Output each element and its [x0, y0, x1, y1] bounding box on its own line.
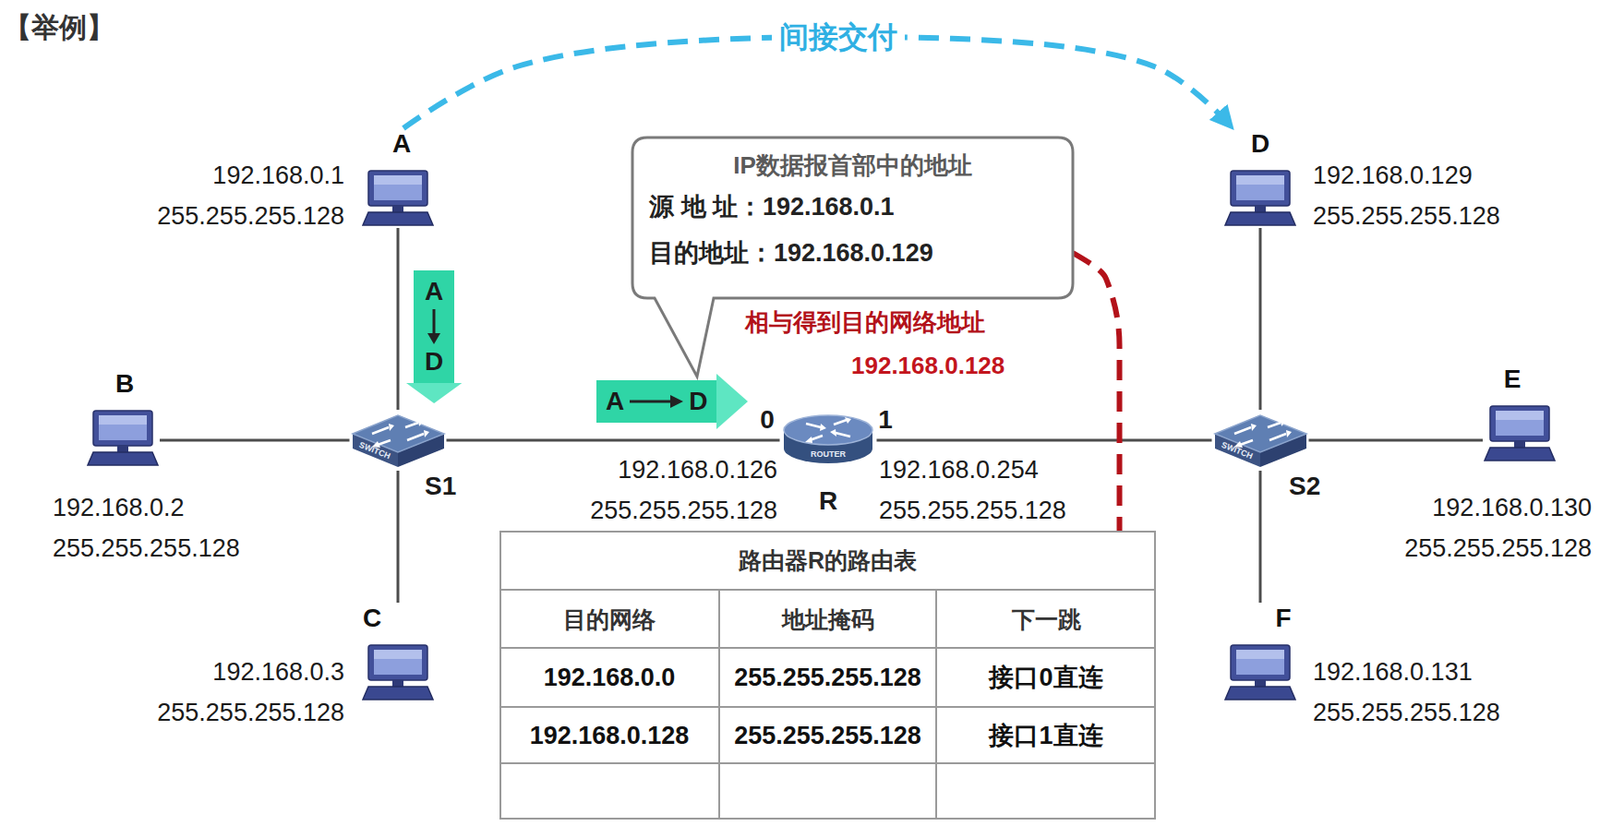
arrow-symbol — [627, 392, 686, 411]
computer-host: D192.168.0.129 255.255.255.128 — [1223, 128, 1298, 229]
table-cell: 地址掩码 — [719, 589, 937, 649]
computer-icon — [1223, 168, 1298, 229]
computer-host: A192.168.0.1 255.255.255.128 — [360, 128, 435, 229]
computer-icon — [360, 168, 435, 229]
table-cell-text: 192.168.0.0 — [543, 662, 676, 693]
device-name: S1 — [424, 470, 457, 503]
computer-icon — [360, 643, 435, 703]
table-title: 路由器R的路由表 — [738, 545, 917, 576]
ip-address: 192.168.0.2 255.255.255.128 — [52, 487, 241, 569]
table-cell-text: 255.255.255.128 — [733, 721, 922, 751]
callout-box: IP数据报首部中的地址源 地 址：192.168.0.1目的地址：192.168… — [632, 137, 1073, 299]
network-link — [877, 439, 1213, 443]
network-link — [159, 439, 350, 443]
icon-marking: ROUTER — [810, 449, 846, 460]
router-icon — [780, 411, 878, 470]
network-link — [396, 228, 400, 410]
packet-endpoint: D — [424, 346, 444, 378]
interface-number: 1 — [878, 404, 893, 436]
network-link — [1259, 228, 1263, 410]
host-name: F — [1246, 602, 1321, 635]
network-link — [396, 470, 400, 603]
device-name: S2 — [1288, 470, 1321, 503]
table-cell: 接口1直连 — [936, 707, 1156, 764]
computer-icon — [85, 409, 160, 469]
edge-label: 间接交付 — [771, 18, 905, 56]
table-cell-text: 地址掩码 — [781, 604, 875, 635]
arrow-head — [716, 373, 748, 430]
table-cell-text: 目的网络 — [563, 604, 656, 635]
table-cell: 192.168.0.0 — [499, 648, 720, 708]
network-address: 192.168.0.128 — [851, 351, 1005, 381]
host-name: C — [335, 602, 410, 635]
device-name: R — [818, 485, 838, 518]
interface-address: 192.168.0.126 255.255.255.128 — [589, 449, 778, 531]
table-cell: 255.255.255.128 — [719, 707, 937, 764]
host-name: A — [364, 128, 439, 160]
ip-address: 192.168.0.129 255.255.255.128 — [1312, 155, 1501, 237]
ip-address: 192.168.0.130 255.255.255.128 — [1404, 487, 1592, 569]
computer-host: B192.168.0.2 255.255.255.128 — [85, 368, 160, 469]
table-cell: 接口0直连 — [936, 648, 1156, 708]
table-cell: 192.168.0.128 — [499, 707, 720, 764]
router: R — [780, 411, 878, 470]
host-name: E — [1475, 363, 1550, 396]
interface-number: 0 — [759, 404, 775, 436]
callout-text: 目的地址：192.168.0.129 — [649, 229, 934, 277]
computer-host: F192.168.0.131 255.255.255.128 — [1223, 602, 1298, 703]
computer-icon — [1482, 404, 1557, 464]
computer-host: C192.168.0.3 255.255.255.128 — [360, 602, 435, 703]
computer-host: E192.168.0.130 255.255.255.128 — [1482, 363, 1557, 464]
packet-endpoint: A — [424, 276, 444, 308]
table-cell-text: 192.168.0.128 — [529, 721, 690, 751]
host-name: B — [87, 368, 162, 400]
network-link — [1259, 470, 1263, 603]
callout-heading: IP数据报首部中的地址 — [733, 146, 973, 184]
table-cell-text: 接口0直连 — [988, 662, 1103, 693]
table-cell: 目的网络 — [499, 589, 720, 649]
ip-address: 192.168.0.1 255.255.255.128 — [156, 155, 345, 237]
table-cell-text: 下一跳 — [1011, 604, 1082, 635]
packet-arrow: AD — [413, 270, 455, 384]
table-cell-text: 接口1直连 — [988, 721, 1103, 751]
host-name: D — [1223, 128, 1298, 160]
table-cell-text: 255.255.255.128 — [733, 662, 922, 693]
title: 【举例】 — [3, 9, 115, 48]
network-link — [446, 439, 781, 443]
note: 相与得到目的网络地址 — [745, 308, 986, 337]
callout-text: 源 地 址：192.168.0.1 — [649, 183, 895, 230]
table-cell: 下一跳 — [936, 589, 1156, 649]
arrow-symbol — [424, 307, 444, 347]
computer-icon — [1223, 643, 1298, 703]
interface-address: 192.168.0.254 255.255.255.128 — [878, 449, 1067, 531]
routing-table: 目的网络 地址掩码 下一跳 192.168.0.0 255.255.255.128 接口0… — [499, 530, 1156, 820]
packet-arrow: AD — [596, 380, 717, 423]
packet-endpoint: D — [688, 385, 708, 418]
table-cell: 255.255.255.128 — [719, 648, 937, 708]
network-link — [1309, 439, 1484, 443]
ip-address: 192.168.0.131 255.255.255.128 — [1312, 651, 1501, 734]
ip-address: 192.168.0.3 255.255.255.128 — [156, 651, 345, 734]
arrow-head — [406, 383, 462, 404]
packet-endpoint: A — [605, 385, 625, 418]
